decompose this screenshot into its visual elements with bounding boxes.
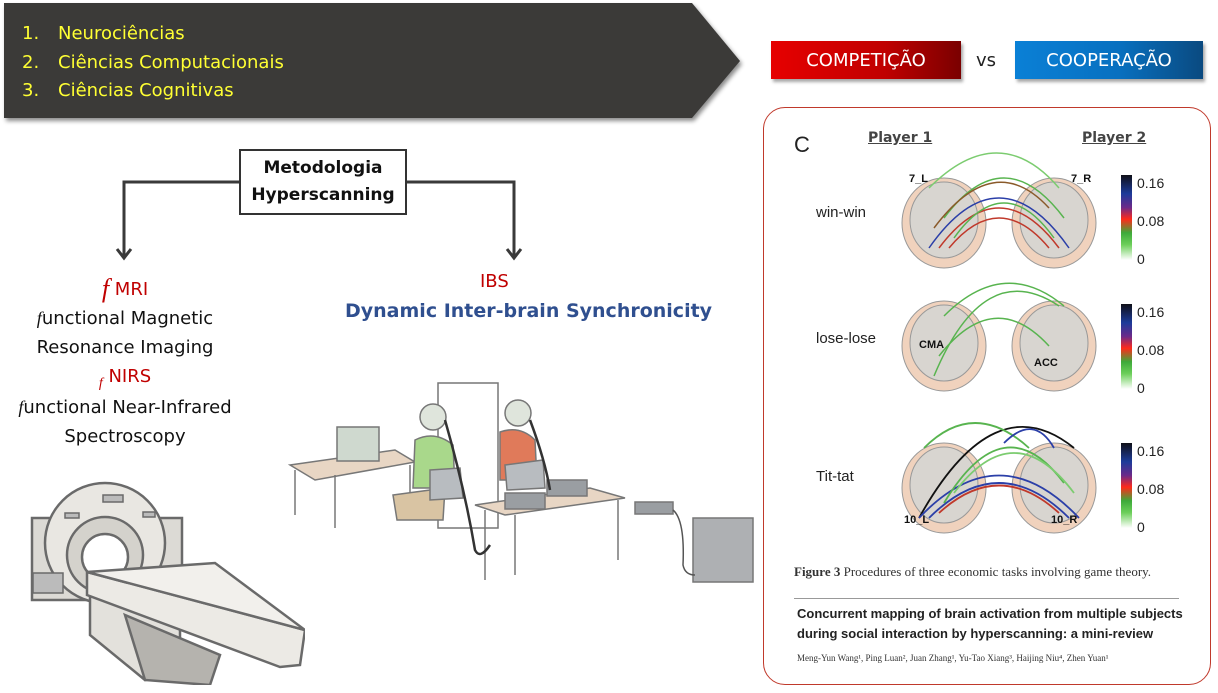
- topic-item: 1.Neurociências: [22, 23, 185, 44]
- arrowhead-left-icon: [115, 248, 133, 261]
- arrowhead-right-icon: [505, 248, 523, 261]
- paper-title: Concurrent mapping of brain activation f…: [797, 606, 1183, 641]
- figure-caption: Figure 3 Procedures of three economic ta…: [794, 564, 1152, 579]
- colorbar-tick: 0.16: [1137, 175, 1165, 191]
- region-label: 10_L: [904, 514, 929, 526]
- colorbar: [1121, 443, 1132, 528]
- topics-banner: 1.Neurociências 2.Ciências Computacionai…: [4, 3, 742, 120]
- methodology-box: Metodologia Hyperscanning: [239, 149, 407, 215]
- ibs-acronym: IBS: [480, 271, 509, 292]
- vs-label: vs: [976, 50, 997, 71]
- fnirs-acronym: f NIRS: [98, 366, 152, 391]
- brain-pair-win-win: 7_L 7_R: [901, 152, 1097, 269]
- methodology-line1: Metodologia: [263, 158, 383, 178]
- region-label: 7_R: [1071, 173, 1091, 185]
- brain-pair-tit-tat: 10_L 10_R: [901, 422, 1097, 534]
- fnirs-full-line1: functional Near-Infrared: [18, 397, 232, 418]
- region-label: CMA: [919, 339, 944, 351]
- cooperation-badge: COOPERAÇÃO: [1015, 41, 1203, 79]
- fnirs-full-line2: Spectroscopy: [64, 426, 186, 447]
- connector-right: [407, 180, 516, 257]
- paper-authors: Meng-Yun Wang¹, Ping Luan², Juan Zhang¹,…: [797, 653, 1109, 663]
- colorbar-tick: 0: [1137, 519, 1145, 535]
- brain-left: [901, 177, 987, 269]
- condition-label: win-win: [816, 204, 867, 221]
- colorbar-tick: 0.08: [1137, 213, 1165, 229]
- brain-right: [1011, 177, 1097, 269]
- methodology-line2: Hyperscanning: [251, 185, 395, 205]
- condition-label: lose-lose: [816, 330, 877, 347]
- colorbar: [1121, 304, 1132, 389]
- player2-label: Player 2: [1082, 130, 1147, 146]
- mri-scanner-illustration: [30, 481, 305, 685]
- imaging-methods: f MRI functional Magnetic Resonance Imag…: [0, 272, 250, 451]
- topics-list: 1.Neurociências 2.Ciências Computacionai…: [22, 20, 284, 106]
- connector-left: [122, 180, 239, 257]
- paper-figure-panel: C Player 1 Player 2 win-win lose-lose Ti…: [763, 107, 1211, 685]
- banner-arrow-shape: [4, 3, 740, 118]
- player1-label: Player 1: [868, 130, 933, 146]
- region-label: ACC: [1034, 357, 1058, 369]
- fmri-full-line2: Resonance Imaging: [36, 337, 214, 358]
- ibs-full-name: Dynamic Inter-brain Synchronicity: [345, 300, 713, 322]
- colorbar-tick: 0.16: [1137, 443, 1165, 459]
- panel-letter: C: [794, 132, 810, 157]
- colorbar: [1121, 175, 1132, 260]
- methodology-connectors: [115, 180, 523, 261]
- colorbar-tick: 0.16: [1137, 304, 1165, 320]
- condition-label: Tit-tat: [816, 468, 854, 485]
- region-label: 7_L: [909, 173, 928, 185]
- colorbar-tick: 0.08: [1137, 481, 1165, 497]
- fmri-acronym: f MRI: [101, 274, 149, 303]
- caption-divider: [794, 598, 1179, 599]
- colorbar-tick: 0: [1137, 380, 1145, 396]
- colorbar-tick: 0: [1137, 251, 1145, 267]
- hyperscanning-setup-illustration: [287, 382, 754, 583]
- fmri-full-line1: functional Magnetic: [36, 308, 214, 329]
- topic-item: 3.Ciências Cognitivas: [22, 80, 234, 101]
- colorbar-tick: 0.08: [1137, 342, 1165, 358]
- topic-item: 2.Ciências Computacionais: [22, 51, 284, 73]
- competition-badge: COMPETIÇÃO: [771, 41, 961, 79]
- region-label: 10_R: [1051, 514, 1077, 526]
- brain-pair-lose-lose: CMA ACC: [901, 282, 1097, 392]
